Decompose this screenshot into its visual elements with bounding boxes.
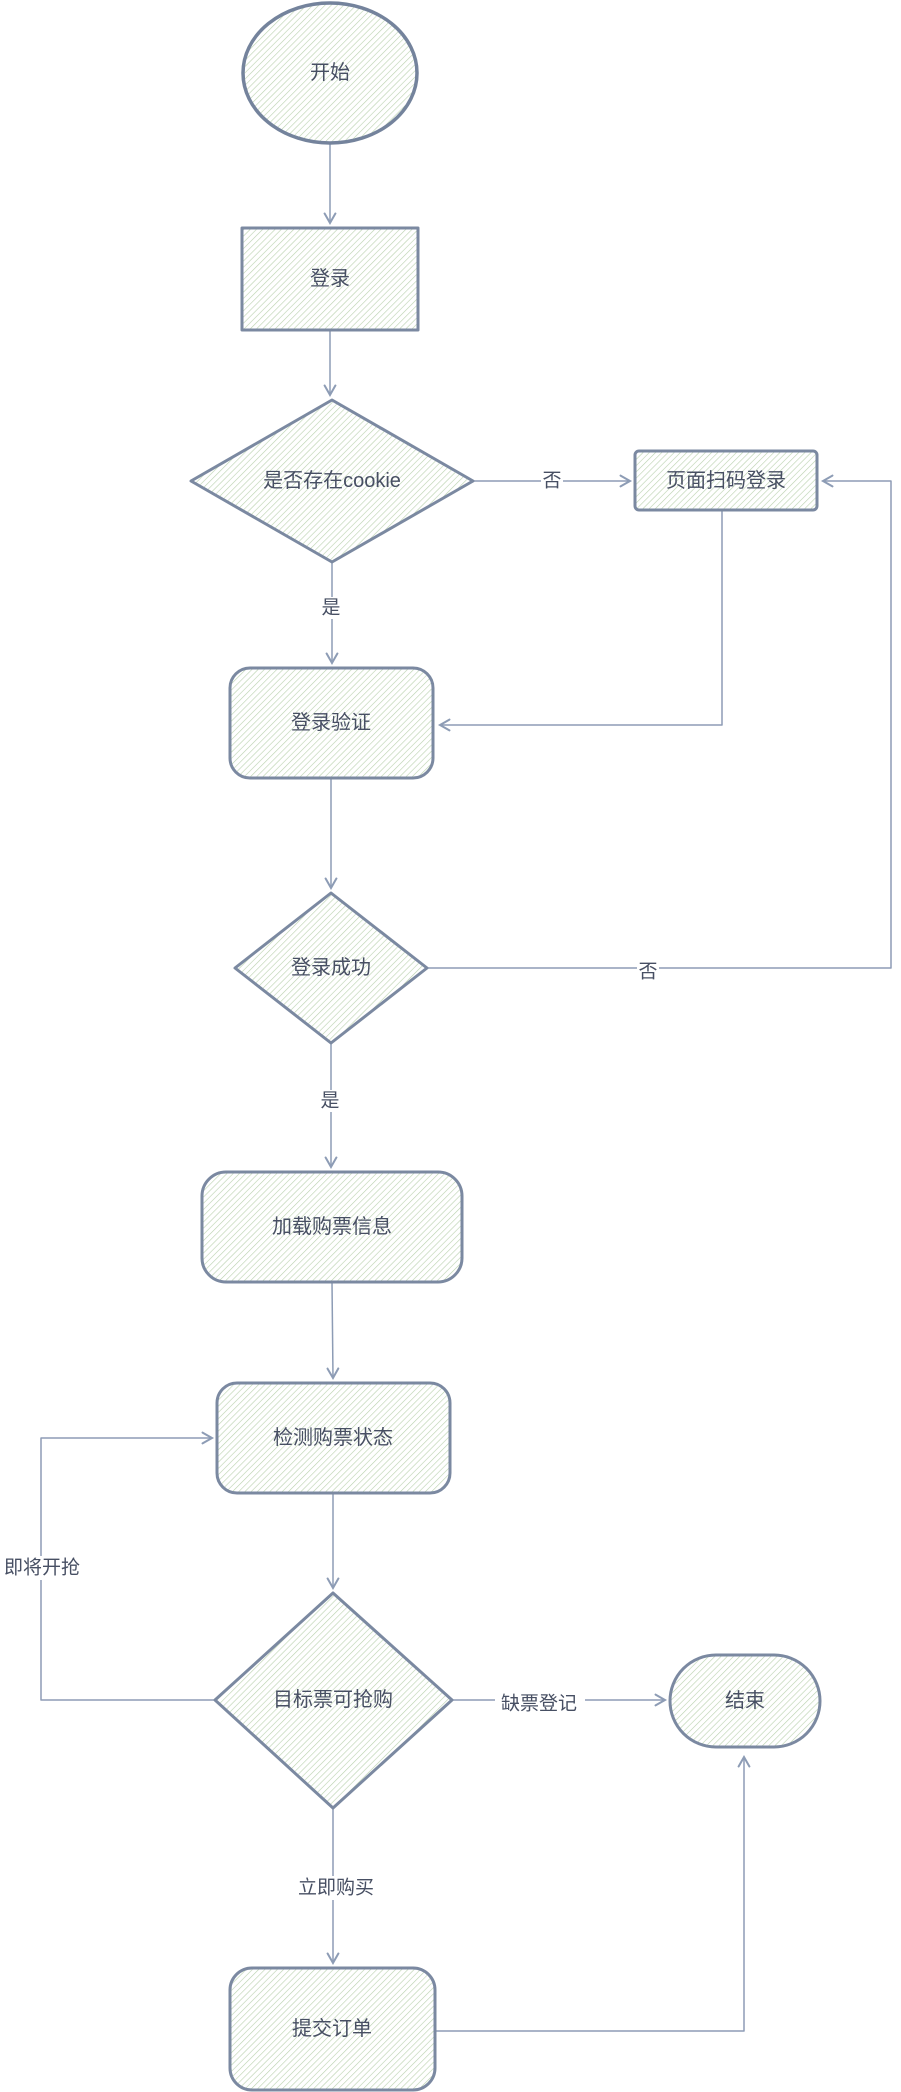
node-load-ticket-info: 加载购票信息 <box>200 1170 464 1284</box>
edge-label-buy-now: 立即购买 <box>292 1876 382 1900</box>
edge-label-text: 否 <box>638 962 657 983</box>
node-check-ticket-status-label: 检测购票状态 <box>273 1426 393 1449</box>
edge-label-bg <box>495 1692 585 1716</box>
edge-label-text: 否 <box>542 471 561 492</box>
node-login-verify: 登录验证 <box>228 666 435 780</box>
node-submit-order: 提交订单 <box>228 1966 437 2092</box>
node-target-available-label: 目标票可抢购 <box>273 1688 393 1711</box>
node-check-ticket-status-shape <box>215 1381 452 1495</box>
node-login: 登录 <box>240 226 420 332</box>
edge-label-bg <box>0 1556 88 1580</box>
edge-load-info-check-status <box>326 1281 340 1381</box>
edge-label-bg <box>320 597 342 619</box>
node-login-label: 登录 <box>310 267 350 290</box>
edge-label-bg <box>292 1876 382 1900</box>
edge-label-no-ticket-register: 缺票登记 <box>495 1692 585 1716</box>
node-cookie-check-shape <box>189 398 475 564</box>
node-scan-login: 页面扫码登录 <box>633 449 819 512</box>
edge-label-login-success-no: 否 <box>637 961 659 983</box>
node-scan-login-label: 页面扫码登录 <box>666 469 786 492</box>
node-scan-login-shape <box>633 449 819 512</box>
node-end: 结束 <box>668 1653 822 1749</box>
edge-label-bg <box>541 470 563 492</box>
edge-label-login-success-yes: 是 <box>319 1090 341 1112</box>
edge-label-cookie-no: 否 <box>541 470 563 492</box>
edge-label-text: 即将开抢 <box>4 1557 80 1579</box>
node-target-available: 目标票可抢购 <box>213 1591 454 1810</box>
node-check-ticket-status: 检测购票状态 <box>215 1381 452 1495</box>
node-login-success: 登录成功 <box>233 891 429 1045</box>
node-start-shape <box>241 1 419 145</box>
node-submit-order-shape <box>228 1966 437 2092</box>
node-login-shape <box>240 226 420 332</box>
edge-label-bg <box>319 1090 341 1112</box>
node-end-label: 结束 <box>725 1689 765 1712</box>
node-load-ticket-info-label: 加载购票信息 <box>272 1215 392 1238</box>
node-target-available-shape <box>213 1591 454 1810</box>
node-submit-order-label: 提交订单 <box>292 2017 372 2040</box>
node-load-ticket-info-shape <box>200 1170 464 1284</box>
edge-label-text: 是 <box>321 598 340 619</box>
node-login-success-shape <box>233 891 429 1045</box>
edge-label-text: 立即购买 <box>298 1877 374 1899</box>
edge-label-text: 缺票登记 <box>501 1693 577 1715</box>
node-start: 开始 <box>241 1 419 145</box>
node-end-shape <box>668 1653 822 1749</box>
edge-scan-login-login-verify <box>437 510 723 732</box>
node-login-verify-label: 登录验证 <box>291 711 371 734</box>
edge-label-text: 是 <box>320 1091 339 1112</box>
edge-label-about-to-start: 即将开抢 <box>0 1556 88 1580</box>
node-cookie-check: 是否存在cookie <box>189 398 475 564</box>
node-cookie-check-label: 是否存在cookie <box>263 469 401 492</box>
edge-label-cookie-yes: 是 <box>320 597 342 619</box>
edge-submit-order-end <box>435 1754 751 2032</box>
node-login-success-label: 登录成功 <box>291 956 371 979</box>
edge-label-bg <box>637 961 659 983</box>
node-start-label: 开始 <box>310 61 350 84</box>
node-login-verify-shape <box>228 666 435 780</box>
